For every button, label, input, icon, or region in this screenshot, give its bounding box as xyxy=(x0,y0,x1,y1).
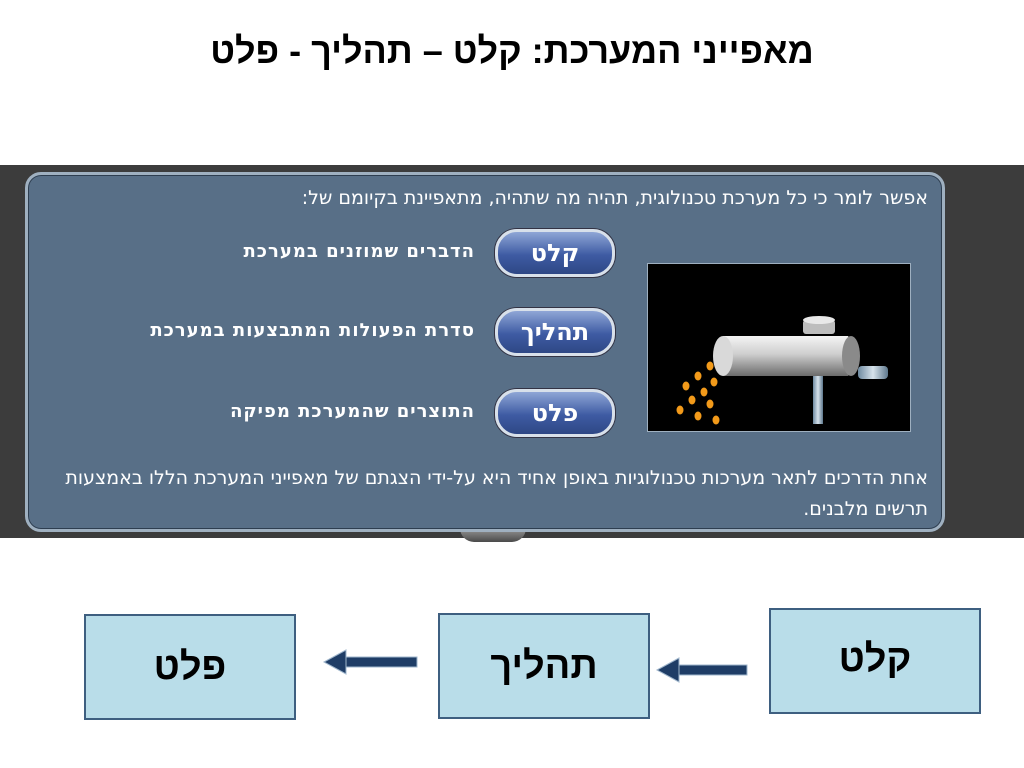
input-box-label: קלט xyxy=(838,638,912,680)
process-box: תהליך xyxy=(438,613,650,719)
page-title: מאפייני המערכת: קלט – תהליך - פלט xyxy=(210,30,814,71)
pill-process: תהליך xyxy=(495,308,615,356)
info-panel: אפשר לומר כי כל מערכת טכנולוגית, תהיה מה… xyxy=(25,172,945,532)
machine-illustration xyxy=(647,263,911,432)
pill-input: קלט xyxy=(495,229,615,277)
arrow-left-icon xyxy=(322,649,418,675)
output-box: פלט xyxy=(84,614,296,720)
machine-graphic xyxy=(676,316,888,425)
desc-output: התוצרים שהמערכת מפיקה xyxy=(230,401,475,422)
desc-process: סדרת הפעולות המתבצעות במערכת xyxy=(150,320,475,341)
process-box-label: תהליך xyxy=(490,645,598,687)
pill-output: פלט xyxy=(495,389,615,437)
input-box: קלט xyxy=(769,608,981,714)
arrow-left-icon xyxy=(655,657,748,683)
desc-input: הדברים שמוזנים במערכת xyxy=(243,241,475,262)
intro-text: אפשר לומר כי כל מערכת טכנולוגית, תהיה מה… xyxy=(301,187,928,209)
bottom-text: אחת הדרכים לתאר מערכות טכנולוגיות באופן … xyxy=(65,467,928,520)
output-box-label: פלט xyxy=(153,646,227,688)
